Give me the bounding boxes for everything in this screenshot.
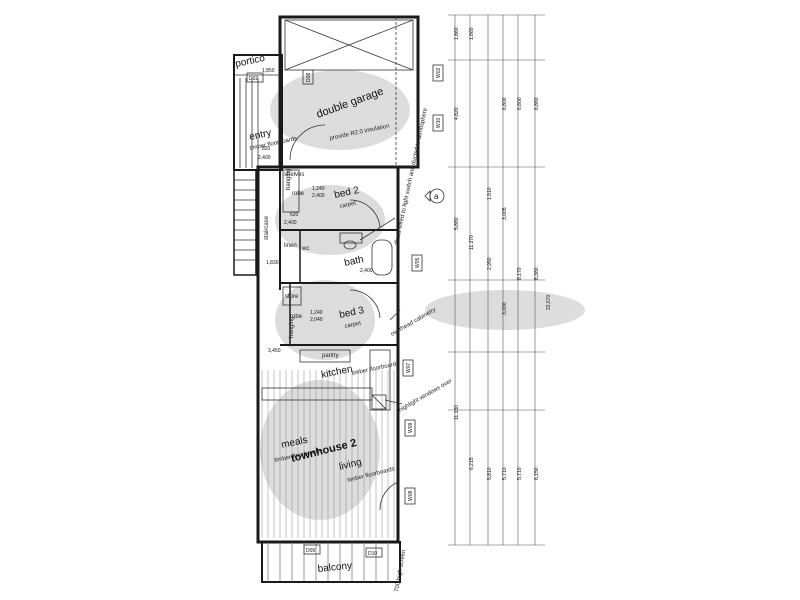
svg-text:6,215: 6,215 (469, 457, 475, 470)
label-hanging-1: hanging (286, 169, 292, 190)
label-store: store (285, 294, 299, 300)
svg-text:1,850: 1,850 (262, 68, 275, 74)
tag-w10: W10 (436, 118, 442, 129)
section-marker-label: a (434, 192, 439, 201)
tag-w09: W09 (408, 423, 414, 434)
label-kitchen-floor: timber floorboards (351, 361, 400, 377)
svg-text:1,240: 1,240 (312, 186, 325, 192)
entry-stair-treads (239, 78, 259, 168)
balcony (261, 541, 401, 583)
door-swings (289, 124, 399, 511)
svg-text:11,270: 11,270 (469, 235, 475, 250)
svg-text:6,800: 6,800 (502, 97, 508, 110)
svg-text:1,910: 1,910 (487, 187, 493, 200)
label-bed3: bed 3 (338, 305, 365, 321)
label-robe-2: robe (290, 314, 303, 320)
svg-text:6,860: 6,860 (534, 97, 540, 110)
tag-d10: D10 (368, 551, 377, 557)
svg-text:22,670: 22,670 (546, 294, 552, 310)
tag-w07: W07 (406, 363, 412, 374)
tag-d08: D08 (306, 73, 312, 82)
kitchen-bench (261, 349, 391, 411)
door-markers (246, 69, 383, 558)
label-pantry: pantry (322, 353, 339, 359)
label-balcony: balcony (317, 560, 352, 575)
label-bed2: bed 2 (333, 185, 360, 201)
svg-text:8,380: 8,380 (534, 267, 540, 280)
svg-text:5,710: 5,710 (517, 467, 523, 480)
label-entry: entry (248, 128, 272, 143)
window-markers (402, 64, 444, 505)
window-tags: W02 W10 W05 W07 W09 W08 (406, 68, 442, 502)
svg-text:6,150: 6,150 (534, 467, 540, 480)
right-dimensions: 1,860 4,820 5,880 11,130 1,860 11,270 6,… (454, 27, 552, 480)
svg-text:1,860: 1,860 (454, 27, 460, 40)
svg-text:8,170: 8,170 (517, 267, 523, 280)
left-dimensions: 1,850 820 2,400 1,240 2,400 620 2,400 1,… (258, 68, 373, 354)
label-living: living (338, 457, 363, 473)
svg-text:3,450: 3,450 (268, 348, 281, 354)
note-balustrade: 700 high screen (394, 549, 407, 592)
tag-d02: D02 (249, 76, 258, 82)
svg-text:2,400: 2,400 (360, 268, 373, 274)
exterior-stair (233, 169, 257, 276)
svg-text:5,880: 5,880 (454, 217, 460, 230)
svg-text:2,400: 2,400 (258, 155, 271, 161)
svg-text:2,400: 2,400 (284, 220, 297, 226)
label-kitchen: kitchen (320, 364, 353, 381)
svg-text:5,810: 5,810 (487, 467, 493, 480)
bath-fixtures (339, 232, 393, 276)
label-bed2-floor: carpet (339, 201, 357, 210)
svg-text:1,830: 1,830 (266, 260, 279, 266)
tag-w05: W05 (415, 258, 421, 269)
note-highlight: highlight windows over (398, 378, 453, 413)
leader-lines (359, 217, 403, 405)
svg-text:3,000: 3,000 (502, 302, 508, 315)
label-robe-1: robe (292, 191, 305, 197)
svg-text:2,040: 2,040 (310, 317, 323, 323)
door-tags: D02 D08 D09 D10 (249, 73, 377, 557)
tag-w02: W02 (436, 68, 442, 79)
svg-text:620: 620 (290, 212, 299, 218)
label-bed3-floor: carpet (344, 321, 362, 330)
svg-text:820: 820 (262, 146, 271, 152)
label-bath: bath (343, 254, 364, 269)
svg-text:5,710: 5,710 (502, 467, 508, 480)
label-wc: wc (301, 246, 309, 252)
svg-text:2,400: 2,400 (312, 193, 325, 199)
svg-text:6,800: 6,800 (517, 97, 523, 110)
svg-text:1,860: 1,860 (469, 27, 475, 40)
label-shelves: shelves (284, 172, 304, 178)
label-meals: meals (280, 435, 308, 451)
section-marker (424, 188, 445, 204)
garage (278, 15, 420, 169)
label-staircase: staircase (264, 215, 270, 240)
svg-text:1,240: 1,240 (310, 310, 323, 316)
label-hanging-2: hanging (289, 317, 295, 338)
svg-text:3,005: 3,005 (502, 207, 508, 220)
floorboards-hatch (261, 370, 395, 538)
svg-text:2,950: 2,950 (487, 257, 493, 270)
tag-w08: W08 (408, 491, 414, 502)
dimension-lines (448, 14, 545, 546)
label-linen: linen (284, 243, 297, 249)
svg-text:4,820: 4,820 (454, 107, 460, 120)
svg-text:11,130: 11,130 (454, 405, 460, 420)
tag-d09: D09 (306, 548, 315, 554)
scan-shading (260, 70, 585, 520)
